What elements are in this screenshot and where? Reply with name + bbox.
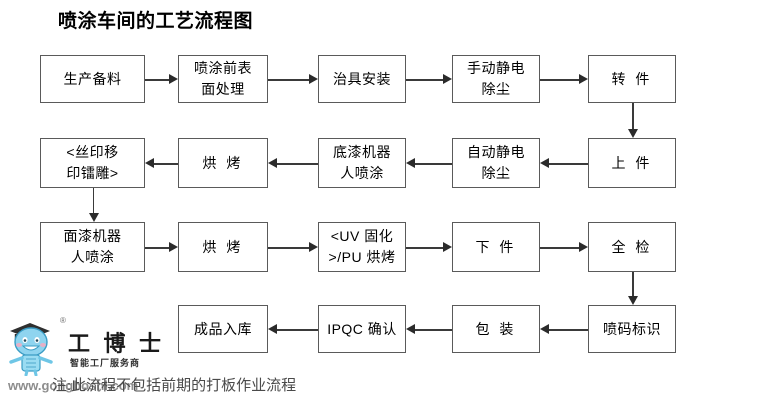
- flow-edge-n19-to-n18-arrowhead: [540, 324, 549, 334]
- flow-edge-n13-to-n14: [406, 247, 444, 249]
- flow-edge-n3-to-n4: [406, 79, 444, 81]
- flow-edge-n1-to-n2: [145, 79, 170, 81]
- flow-edge-n7-to-n6-arrowhead: [145, 158, 154, 168]
- flow-edge-n18-to-n17-arrowhead: [406, 324, 415, 334]
- flow-node-n10[interactable]: 上 件: [588, 138, 676, 188]
- flow-node-n7[interactable]: 烘 烤: [178, 138, 268, 188]
- flow-edge-n4-to-n5: [540, 79, 580, 81]
- flow-edge-n5-to-n10: [632, 103, 634, 130]
- flow-node-n13[interactable]: <UV 固化 >/PU 烘烤: [318, 222, 406, 272]
- flow-node-n17[interactable]: IPQC 确认: [318, 305, 406, 353]
- flow-edge-n14-to-n15: [540, 247, 580, 249]
- logo-tagline: 智能工厂服务商: [70, 358, 141, 368]
- doctor-mascot-icon: [9, 323, 53, 376]
- flow-edge-n11-to-n12-arrowhead: [169, 242, 178, 252]
- flow-edge-n11-to-n12: [145, 247, 170, 249]
- flow-node-n18[interactable]: 包 装: [452, 305, 540, 353]
- flow-node-n19[interactable]: 喷码标识: [588, 305, 676, 353]
- flow-edge-n4-to-n5-arrowhead: [579, 74, 588, 84]
- flow-edge-n8-to-n7: [276, 163, 318, 165]
- flow-edge-n3-to-n4-arrowhead: [443, 74, 452, 84]
- registered-trademark-icon: ®: [60, 316, 66, 325]
- flow-edge-n10-to-n9: [548, 163, 588, 165]
- flow-node-n8[interactable]: 底漆机器 人喷涂: [318, 138, 406, 188]
- flow-node-n15[interactable]: 全 检: [588, 222, 676, 272]
- flow-edge-n2-to-n3-arrowhead: [309, 74, 318, 84]
- flow-edge-n2-to-n3: [268, 79, 310, 81]
- flow-node-n4[interactable]: 手动静电 除尘: [452, 55, 540, 103]
- flow-edge-n8-to-n7-arrowhead: [268, 158, 277, 168]
- flow-edge-n18-to-n17: [414, 329, 452, 331]
- watermark-url: www.gongboshi.com: [8, 378, 139, 393]
- flow-edge-n12-to-n13-arrowhead: [309, 242, 318, 252]
- flow-node-n9[interactable]: 自动静电 除尘: [452, 138, 540, 188]
- flow-edge-n9-to-n8-arrowhead: [406, 158, 415, 168]
- flow-edge-n6-to-n11-arrowhead: [88, 213, 99, 222]
- flow-edge-n19-to-n18: [548, 329, 588, 331]
- flow-edge-n6-to-n11: [92, 188, 94, 214]
- flow-node-n6[interactable]: <丝印移 印镭雕>: [40, 138, 145, 188]
- flow-node-n5[interactable]: 转 件: [588, 55, 676, 103]
- flow-edge-n5-to-n10-arrowhead: [628, 129, 638, 138]
- footer-note: 注:此流程不包括前期的打板作业流程: [52, 378, 297, 394]
- flow-edge-n13-to-n14-arrowhead: [443, 242, 452, 252]
- flow-edge-n15-to-n19: [632, 272, 634, 297]
- flow-edge-n17-to-n16-arrowhead: [268, 324, 277, 334]
- flow-node-n14[interactable]: 下 件: [452, 222, 540, 272]
- flow-edge-n12-to-n13: [268, 247, 310, 249]
- flow-node-n3[interactable]: 治具安装: [318, 55, 406, 103]
- logo-brand-name: 工 博 士: [68, 331, 166, 356]
- flow-edge-n1-to-n2-arrowhead: [169, 74, 178, 84]
- flow-edge-n14-to-n15-arrowhead: [579, 242, 588, 252]
- flow-edge-n15-to-n19-arrowhead: [628, 296, 638, 305]
- flow-node-n11[interactable]: 面漆机器 人喷涂: [40, 222, 145, 272]
- gongboshi-logo: ® 工 博 士 智能工厂服务商: [6, 316, 161, 378]
- flow-node-n2[interactable]: 喷涂前表 面处理: [178, 55, 268, 103]
- flow-edge-n7-to-n6: [153, 163, 178, 165]
- flow-node-n1[interactable]: 生产备料: [40, 55, 145, 103]
- flow-edge-n17-to-n16: [276, 329, 318, 331]
- flow-edge-n10-to-n9-arrowhead: [540, 158, 549, 168]
- flow-node-n12[interactable]: 烘 烤: [178, 222, 268, 272]
- flow-node-n16[interactable]: 成品入库: [178, 305, 268, 353]
- flow-edge-n9-to-n8: [414, 163, 452, 165]
- page-title: 喷涂车间的工艺流程图: [58, 11, 254, 32]
